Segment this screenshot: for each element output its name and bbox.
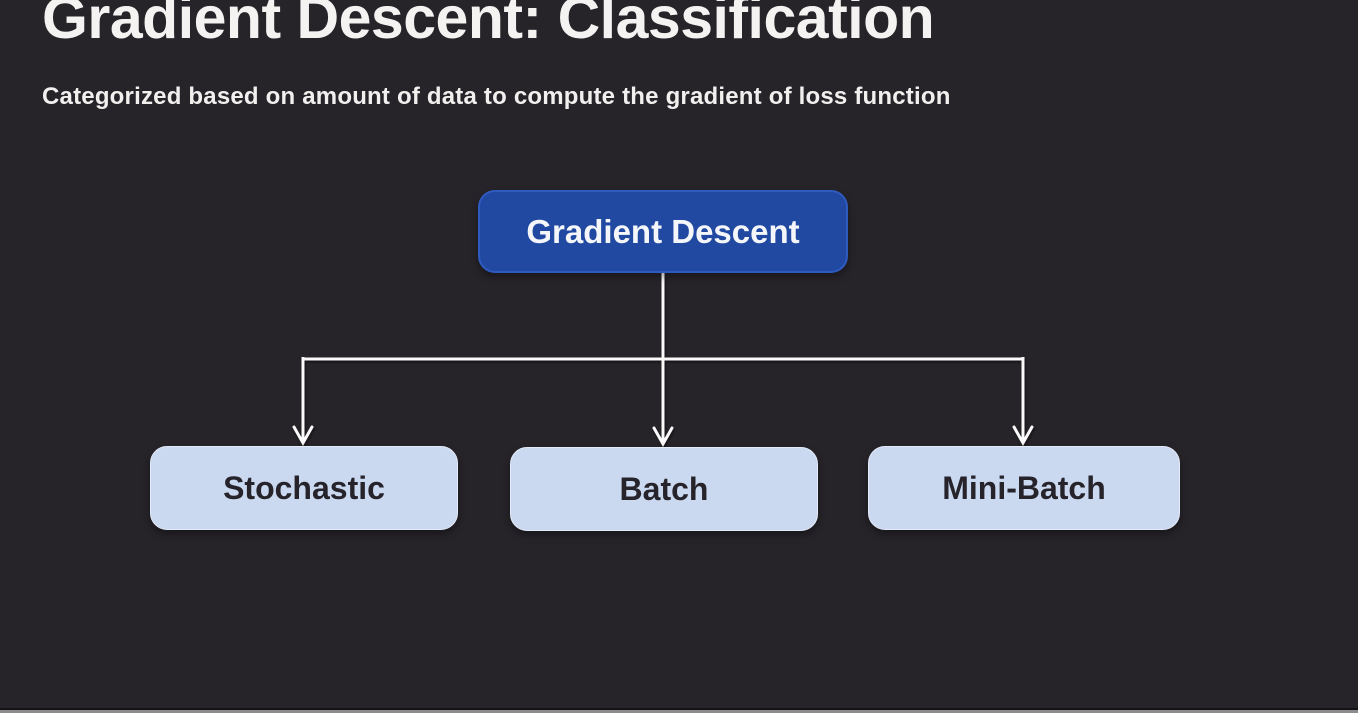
- node-batch: Batch: [510, 447, 818, 531]
- node-mini-batch-label: Mini-Batch: [942, 469, 1106, 506]
- node-stochastic-label: Stochastic: [223, 469, 385, 506]
- page-subtitle: Categorized based on amount of data to c…: [42, 83, 951, 110]
- node-gradient-descent-label: Gradient Descent: [526, 212, 800, 250]
- bottom-scrollbar-track: [0, 708, 1358, 713]
- node-gradient-descent: Gradient Descent: [478, 190, 848, 273]
- page-title: Gradient Descent: Classification: [42, 0, 935, 51]
- node-mini-batch: Mini-Batch: [868, 446, 1180, 530]
- node-stochastic: Stochastic: [150, 446, 458, 530]
- node-batch-label: Batch: [619, 470, 709, 507]
